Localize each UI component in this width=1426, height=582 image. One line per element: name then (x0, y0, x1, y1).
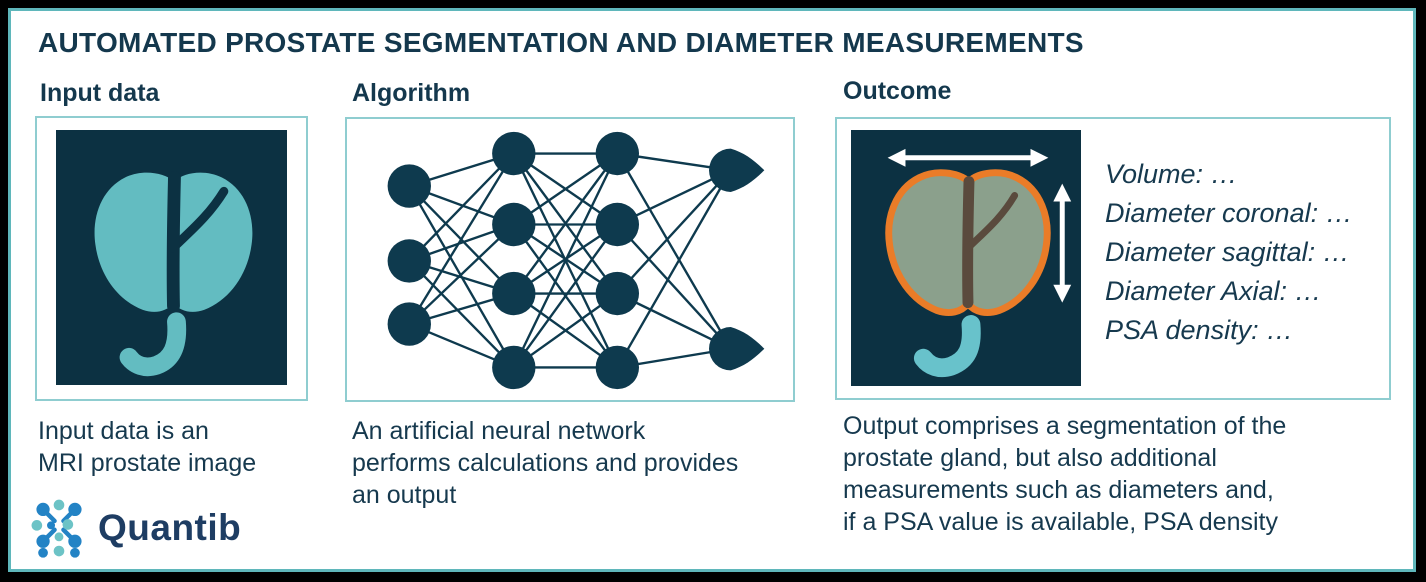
outcome-segmentation-image (851, 130, 1081, 386)
input-caption: Input data is an MRI prostate image (38, 417, 257, 477)
measurement-axial: Diameter Axial: … (1105, 276, 1322, 306)
sagittal-diameter-arrow-icon (1053, 183, 1072, 303)
outcome-panel: Volume: … Diameter coronal: … Diameter s… (835, 117, 1391, 400)
algorithm-caption: An artificial neural network performs ca… (352, 417, 739, 509)
outcome-header: Outcome (843, 77, 952, 105)
measurement-volume: Volume: … (1105, 159, 1238, 189)
quantib-logo-text: Quantib (98, 507, 242, 548)
outcome-caption: Output comprises a segmentation of the p… (843, 412, 1287, 536)
measurement-psa: PSA density: … (1105, 315, 1294, 345)
measurement-coronal: Diameter coronal: … (1105, 198, 1353, 228)
content-sheet: AUTOMATED PROSTATE SEGMENTATION AND DIAM… (8, 8, 1416, 572)
prostate-mri-icon (94, 171, 253, 377)
page-title: AUTOMATED PROSTATE SEGMENTATION AND DIAM… (38, 27, 1084, 58)
measurement-sagittal: Diameter sagittal: … (1105, 237, 1350, 267)
input-mri-image (56, 130, 287, 385)
neural-network-icon (387, 131, 765, 390)
algorithm-panel (345, 117, 795, 402)
segmented-prostate-icon (885, 148, 1072, 378)
quantib-logo: Quantib (30, 497, 241, 559)
coronal-diameter-arrow-icon (887, 148, 1049, 167)
measurement-list: Volume: … Diameter coronal: … Diameter s… (1105, 155, 1353, 350)
input-data-panel (35, 116, 308, 401)
input-data-header: Input data (40, 79, 160, 107)
algorithm-header: Algorithm (352, 79, 471, 107)
quantib-logo-mark-icon (31, 499, 82, 558)
